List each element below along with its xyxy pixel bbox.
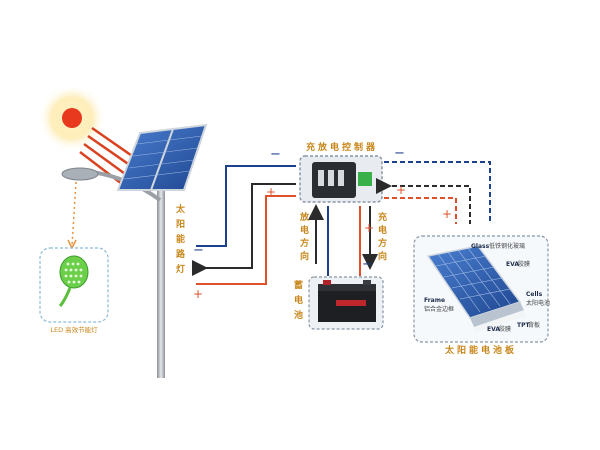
cells-label: Cells <box>526 291 543 298</box>
callout-arrow <box>67 239 77 250</box>
frame-cn-label: 铝合金边框 <box>424 305 454 313</box>
panel-minus: − <box>394 146 405 161</box>
battery <box>308 276 384 330</box>
sun-rays <box>79 126 139 185</box>
charge-plus: + <box>364 221 374 235</box>
led-lamp-callout <box>39 247 109 323</box>
eva-top-cn-label: 胶膜 <box>518 260 530 268</box>
glass-cn-label: 低铁钢化玻璃 <box>489 242 525 250</box>
panel-plus-lower: + <box>442 207 452 221</box>
wires-controller-panel <box>376 161 491 224</box>
cells-cn-label: 太阳电池 <box>526 299 550 307</box>
pole <box>157 168 165 378</box>
eva-top-label: EVA <box>506 261 519 268</box>
controller-label: 充放电控制器 <box>306 141 378 153</box>
wires-controller-battery <box>308 204 378 276</box>
light-negative-wire <box>196 165 296 247</box>
lamp-callout-line <box>71 181 77 247</box>
frame-label: Frame <box>424 297 445 304</box>
glass-label: Glass <box>471 243 490 250</box>
sun-icon <box>62 108 82 128</box>
eva-bottom-cn-label: 胶膜 <box>499 325 511 333</box>
pole-solar-panel <box>116 123 208 191</box>
led-lamp-label: LED 高效节能灯 <box>50 325 98 334</box>
light-plus: + <box>193 287 203 301</box>
panel-label: 太阳能电池板 <box>444 344 517 356</box>
tpt-label: TPT <box>517 322 530 329</box>
sun-group <box>38 84 139 185</box>
panel-plus: + <box>396 183 406 197</box>
discharge-direction-label: 放 电 方 向 <box>299 211 312 262</box>
charge-direction-label: 充 电 方 向 <box>378 211 390 262</box>
street-light-label: 太 阳 能 路 灯 <box>175 203 188 275</box>
panel-layer-labels: Glass 低铁钢化玻璃 EVA 胶膜 Frame 铝合金边框 Cells 太阳… <box>424 242 550 333</box>
tpt-cn-label: 背板 <box>528 321 540 329</box>
panel-positive-wire <box>384 197 457 224</box>
charge-minus: − <box>362 257 373 272</box>
controller-left-minus: − <box>270 147 281 162</box>
controller-left-plus: + <box>266 185 276 199</box>
panel-flow-wire <box>376 178 471 224</box>
panel-negative-wire <box>384 161 491 224</box>
wires-light-to-controller <box>192 165 296 285</box>
charge-controller <box>299 155 383 203</box>
battery-label: 蓄 电 池 <box>294 279 306 321</box>
eva-bottom-label: EVA <box>487 326 500 333</box>
lamp-head <box>61 167 99 181</box>
light-positive-wire <box>196 195 296 285</box>
light-minus: − <box>193 243 204 258</box>
light-flow-wire <box>192 183 296 276</box>
street-light <box>61 123 208 378</box>
solar-panel-detail <box>413 235 549 343</box>
